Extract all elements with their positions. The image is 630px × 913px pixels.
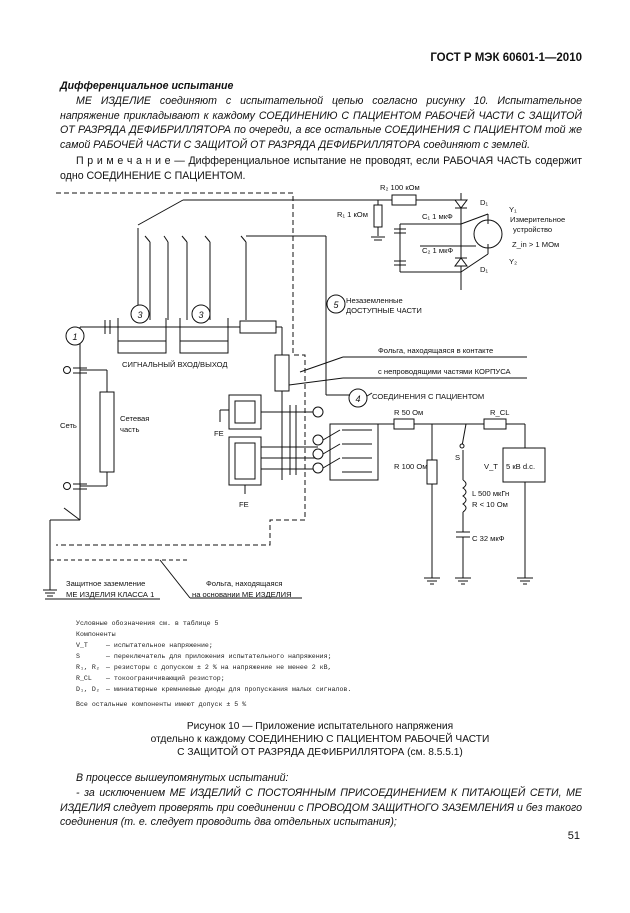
mains-part-label-1: Сетевая xyxy=(120,414,149,423)
page-number: 51 xyxy=(567,830,580,842)
diagram-legend: Условные обозначения см. в таблице 5 Ком… xyxy=(76,618,476,710)
label-switch-s: S xyxy=(455,453,460,462)
mains-label: Сеть xyxy=(60,421,77,430)
marker-4-circle xyxy=(348,388,368,408)
inductor-label-2: R < 10 Ом xyxy=(472,500,508,509)
label-r50: R 50 Ом xyxy=(394,408,423,417)
note-text: — Дифференциальное испытание не проводят… xyxy=(60,155,582,182)
protective-earth-label-1: Защитное заземление xyxy=(66,579,145,588)
label-c2: C₂ 1 мкФ xyxy=(422,246,453,255)
capacitor-label: C 32 мкФ xyxy=(472,534,505,543)
marker-5-circle xyxy=(326,294,346,314)
inductor-label-1: L 500 мкГн xyxy=(472,489,509,498)
legend-components-title: Компоненты xyxy=(76,631,116,638)
label-vt: V_T xyxy=(484,462,498,471)
legend-symbol: R_CL xyxy=(76,675,92,682)
caption-line-2: отдельно к каждому СОЕДИНЕНИЮ С ПАЦИЕНТО… xyxy=(150,734,490,745)
legend-text: — переключатель для приложения испытател… xyxy=(106,653,332,660)
legend-row: V_T — испытательное напряжение; xyxy=(76,640,476,651)
legend-tolerance: Все остальные компоненты имеют допуск ± … xyxy=(76,701,247,708)
note-label: П р и м е ч а н и е xyxy=(76,155,171,167)
legend-symbol: V_T xyxy=(76,642,88,649)
foil-enclosure-label-1: Фольга, находящаяся в контакте xyxy=(378,346,493,355)
label-d1-top: D₁ xyxy=(480,198,488,207)
label-y1: Y₁ xyxy=(509,205,517,214)
foil-base-label-2: на основании МЕ ИЗДЕЛИЯ xyxy=(192,590,292,599)
legend-text: — токоограничивающий резистор; xyxy=(106,675,225,682)
legend-row: D₁, D₂ — миниатюрные кремниевые диоды для… xyxy=(76,684,476,695)
section-title: Дифференциальное испытание xyxy=(60,80,234,92)
unearthed-label-1: Незаземленные xyxy=(346,296,403,305)
label-zin: Z_in > 1 МОм xyxy=(512,240,559,249)
marker-5: 5 xyxy=(333,300,339,310)
label-r1: R₁ 1 кОм xyxy=(337,210,368,219)
label-y2: Y₂ xyxy=(509,257,517,266)
marker-3a: 3 xyxy=(137,310,142,320)
legend-row: R₁, R₂ — резисторы с допуском ± 2 % на на… xyxy=(76,662,476,673)
after-tests-intro: В процессе вышеупомянутых испытаний: xyxy=(76,772,289,784)
meter-label-1: Измерительное xyxy=(510,215,565,224)
legend-symbol: S xyxy=(76,653,80,660)
label-c1: C₁ 1 мкФ xyxy=(422,212,453,221)
marker-1: 1 xyxy=(72,332,77,342)
meter-label-2: устройство xyxy=(513,225,552,234)
source-label: 5 кВ d.c. xyxy=(506,462,535,471)
fe-label-2: FE xyxy=(239,500,249,509)
marker-1-circle xyxy=(65,326,85,346)
label-r100: R 100 Ом xyxy=(394,462,428,471)
patient-connections-label: СОЕДИНЕНИЯ С ПАЦИЕНТОМ xyxy=(372,392,484,401)
label-d1-bottom: D₁ xyxy=(480,265,488,274)
legend-symbol: R₁, R₂ xyxy=(76,664,100,671)
legend-text: — резисторы с допуском ± 2 % на напряжен… xyxy=(106,664,332,671)
signal-io-label: СИГНАЛЬНЫЙ ВХОД/ВЫХОД xyxy=(122,360,228,369)
legend-symbol: D₁, D₂ xyxy=(76,686,100,693)
marker-3a-circle xyxy=(130,304,150,324)
protective-earth-label-2: МЕ ИЗДЕЛИЯ КЛАССА 1 xyxy=(66,590,154,599)
figure-caption: Рисунок 10 — Приложение испытательного н… xyxy=(120,720,520,759)
legend-text: — испытательное напряжение; xyxy=(106,642,213,649)
after-tests-item: - за исключением МЕ ИЗДЕЛИЙ С ПОСТОЯННЫМ… xyxy=(60,787,582,829)
marker-4: 4 xyxy=(355,394,360,404)
document-header: ГОСТ Р МЭК 60601-1—2010 xyxy=(430,52,582,64)
caption-line-1: Рисунок 10 — Приложение испытательного н… xyxy=(186,721,454,732)
legend-intro: Условные обозначения см. в таблице 5 xyxy=(76,620,219,627)
legend-row: S — переключатель для приложения испытате… xyxy=(76,651,476,662)
marker-3b-circle xyxy=(191,304,211,324)
mains-part-label-2: часть xyxy=(120,425,139,434)
intro-paragraph: МЕ ИЗДЕЛИЕ соединяют с испытательной цеп… xyxy=(60,95,582,151)
marker-3b: 3 xyxy=(198,310,203,320)
caption-line-3: С ЗАЩИТОЙ ОТ РАЗРЯДА ДЕФИБРИЛЛЯТОРА (см.… xyxy=(177,747,463,758)
note-paragraph: П р и м е ч а н и е — Дифференциальное и… xyxy=(60,154,582,183)
unearthed-label-2: ДОСТУПНЫЕ ЧАСТИ xyxy=(346,306,422,315)
legend-text: — миниатюрные кремниевые диоды для пропу… xyxy=(106,686,352,693)
foil-enclosure-label-2: с непроводящими частями КОРПУСА xyxy=(378,367,512,376)
legend-row: R_CL — токоограничивающий резистор; xyxy=(76,673,476,684)
foil-base-label-1: Фольга, находящаяся xyxy=(206,579,282,588)
label-rcl: R_CL xyxy=(490,408,509,417)
label-r2: R₂ 100 кОм xyxy=(380,183,420,192)
fe-label-1: FE xyxy=(214,429,224,438)
